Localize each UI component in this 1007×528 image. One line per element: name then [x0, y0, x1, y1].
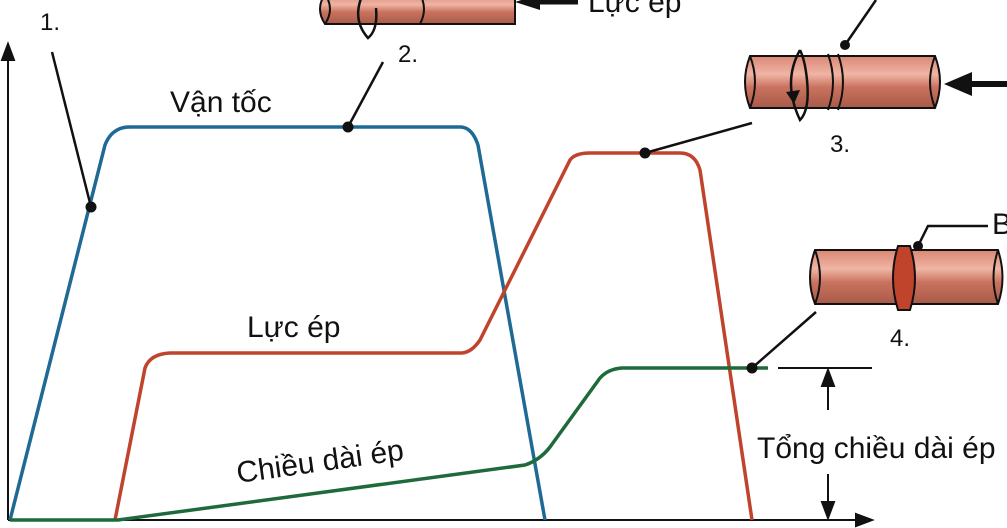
length-curve [10, 366, 768, 522]
velocity-curve [8, 125, 547, 521]
force-arrow-label: Lực ép [588, 0, 681, 19]
velocity-label: Vận tốc [170, 86, 272, 119]
y-axis-arrowhead [0, 41, 16, 61]
axes [0, 41, 875, 528]
rotation-arrow-icon [356, 0, 378, 40]
step-3-label: 3. [830, 131, 850, 158]
pipe-step-4 [809, 241, 1004, 311]
force-curve [113, 151, 754, 521]
step-2-label: 2. [398, 41, 418, 68]
pipe-step-3 [744, 40, 1007, 123]
length-label: Chiều dài ép [234, 434, 405, 490]
bulge-label: Bavia [992, 208, 1007, 241]
weld-bulge [892, 245, 916, 311]
curve-markers [85, 121, 758, 374]
rotation-arrow-icon [789, 49, 809, 123]
total-length-dimension [778, 367, 872, 521]
step-1-label: 1. [40, 9, 60, 36]
step-4-label: 4. [890, 325, 910, 352]
x-axis-arrowhead [855, 512, 875, 528]
push-arrow-icon [944, 72, 972, 96]
force-label: Lực ép [247, 311, 340, 344]
pipe-step-2 [319, 0, 578, 40]
leader-lines [50, 0, 988, 369]
total-length-label: Tổng chiều dài ép [757, 432, 996, 465]
push-arrow-icon [515, 0, 540, 10]
